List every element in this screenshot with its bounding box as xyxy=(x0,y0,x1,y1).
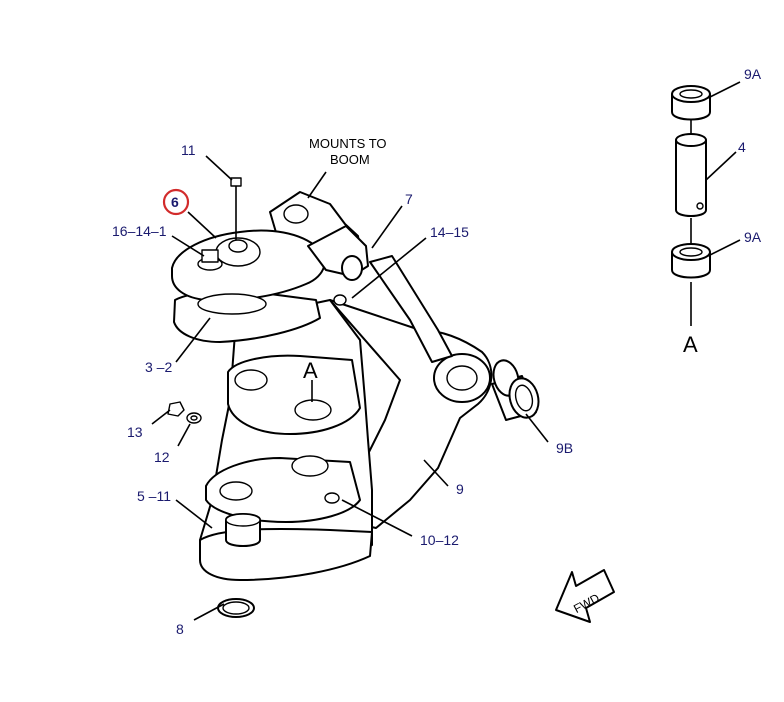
callout-5-11: 5 –11 xyxy=(137,488,171,504)
seal-ring-8 xyxy=(217,598,255,618)
section-label-main: A xyxy=(303,358,318,383)
callout-16-14-1: 16–14–1 xyxy=(112,223,167,239)
callout-3-2: 3 –2 xyxy=(145,359,172,375)
pin-4 xyxy=(675,133,707,217)
leader-lines xyxy=(151,81,741,621)
fwd-arrow: FWD xyxy=(555,569,615,623)
callout-4: 4 xyxy=(738,139,746,155)
washer-12 xyxy=(186,412,202,424)
callout-13: 13 xyxy=(127,424,143,440)
highlight-circle-6 xyxy=(162,188,190,216)
boom-mount-bore xyxy=(283,204,309,224)
middle-bore xyxy=(294,399,332,421)
lower-bore xyxy=(219,481,253,501)
callout-7: 7 xyxy=(405,191,413,207)
callout-12: 12 xyxy=(154,449,170,465)
bushing-9a-top xyxy=(671,85,711,121)
callout-9a-top: 9A xyxy=(744,66,762,82)
callout-14-15: 14–15 xyxy=(430,224,469,240)
lower-socket xyxy=(291,455,329,477)
fwd-arrow-shape xyxy=(555,569,615,623)
boom-mount-assembly xyxy=(171,177,369,315)
linkage-bar xyxy=(369,255,453,363)
note-mounts-line2: BOOM xyxy=(330,152,370,167)
bushing-9a-bottom xyxy=(671,243,711,279)
middle-socket xyxy=(234,369,268,391)
pin-14-15-nut xyxy=(333,294,347,306)
callout-11: 11 xyxy=(181,142,196,158)
callout-10-12: 10–12 xyxy=(420,532,459,548)
callout-6: 6 xyxy=(171,194,179,210)
callout-9a-bottom: 9A xyxy=(744,229,762,245)
grease-fitting xyxy=(324,492,340,504)
callout-8: 8 xyxy=(176,621,184,637)
swing-frame-assembly xyxy=(173,255,493,581)
middle-tier-plate xyxy=(227,354,361,435)
upper-plate-hole xyxy=(228,239,248,253)
nut-13 xyxy=(167,401,185,417)
washer-3-2 xyxy=(197,293,267,315)
pin-14-15 xyxy=(341,255,363,281)
callout-9: 9 xyxy=(456,481,464,497)
section-label-detail: A xyxy=(683,332,698,357)
bushing-9b xyxy=(491,359,540,421)
bolt-16-head xyxy=(201,249,219,263)
note-mounts-line1: MOUNTS TO xyxy=(309,136,387,151)
lower-pin-top xyxy=(225,513,261,527)
callout-9b: 9B xyxy=(556,440,573,456)
detail-a-column xyxy=(671,85,711,326)
bolt-11-head xyxy=(230,177,242,187)
arm-pivot-bore xyxy=(446,365,478,391)
